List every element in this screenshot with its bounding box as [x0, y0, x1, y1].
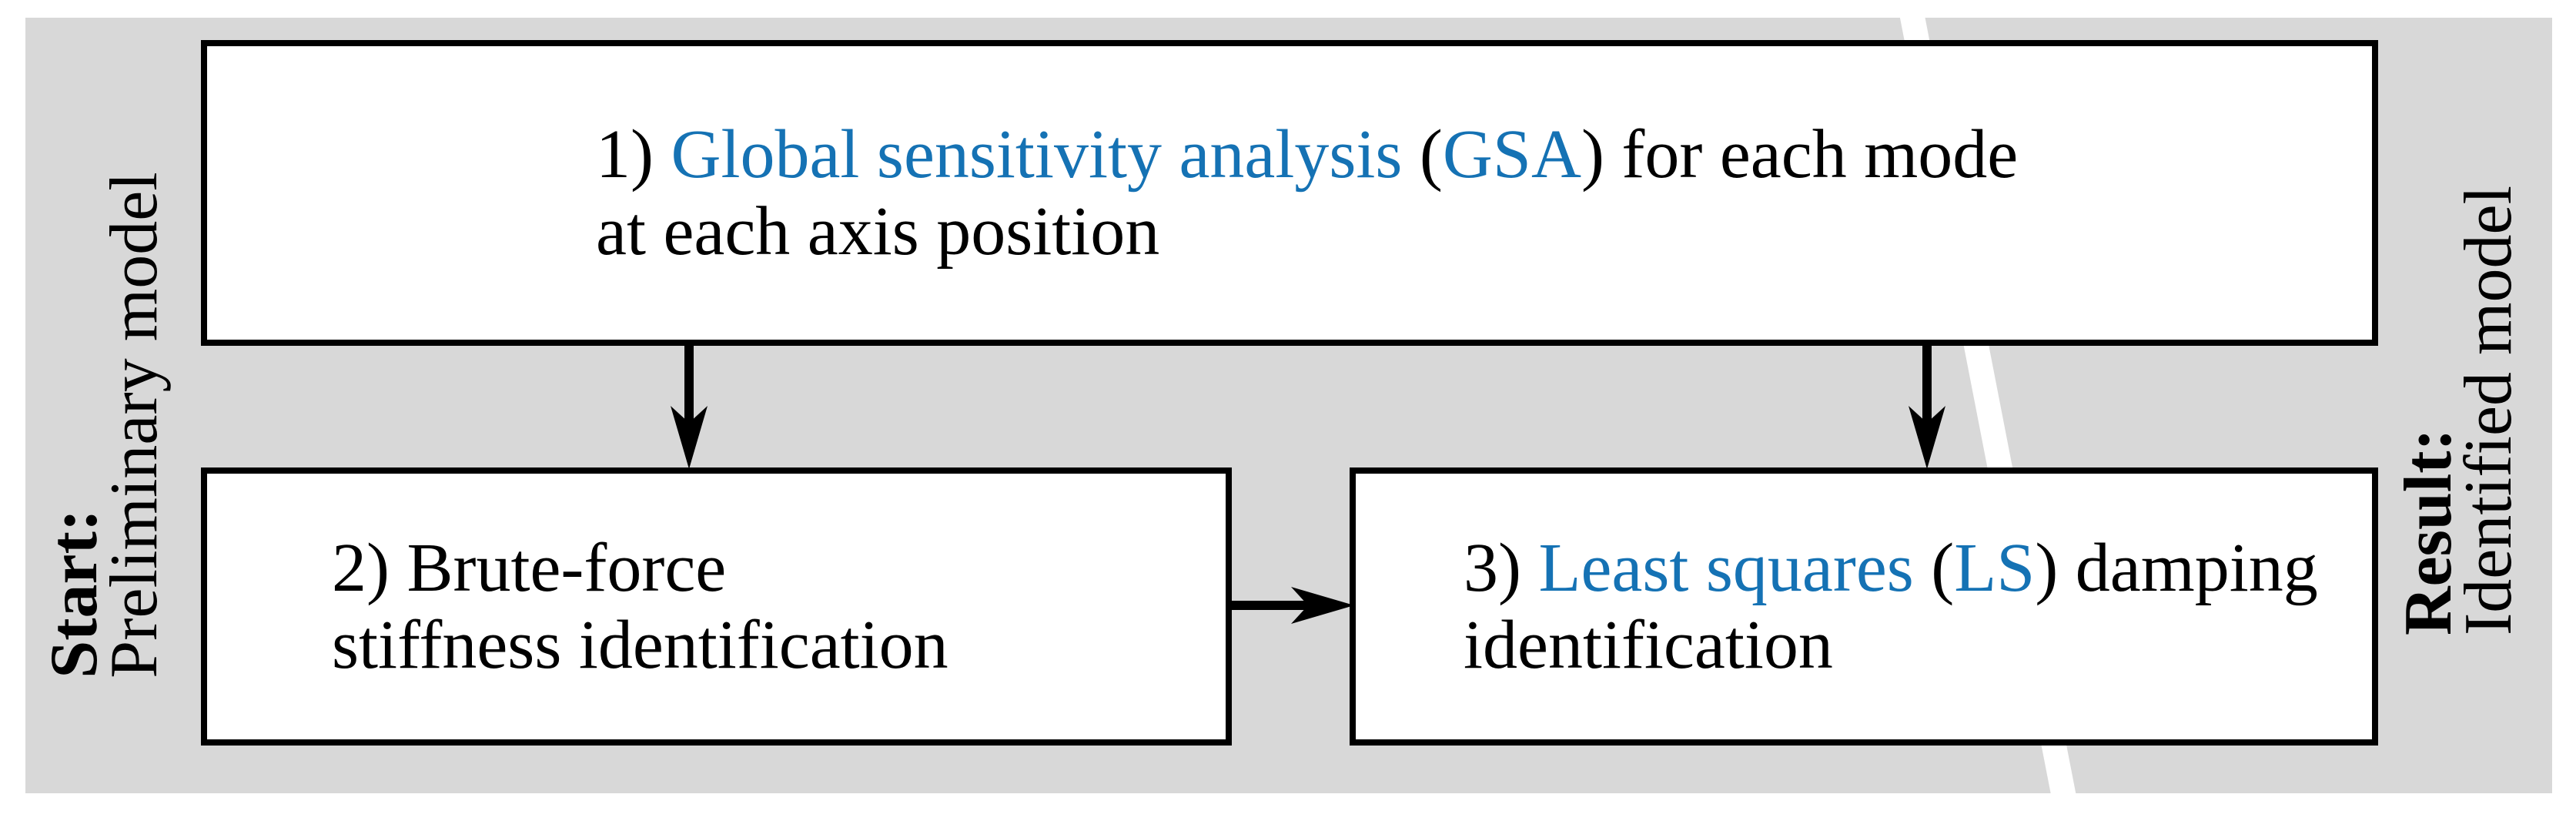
- step1-line1: 1) Global sensitivity analysis (GSA) for…: [596, 116, 2018, 193]
- step2-box: 2) Brute-force stiffness identification: [201, 467, 1232, 746]
- step3-box: 3) Least squares (LS) damping identifica…: [1350, 467, 2378, 746]
- step3-open-paren: (: [1913, 529, 1955, 606]
- step3-text: 3) Least squares (LS) damping identifica…: [1356, 530, 2318, 684]
- step1-link-gsa-long[interactable]: Global sensitivity analysis: [671, 116, 1403, 193]
- step1-link-gsa-abbr[interactable]: GSA: [1442, 116, 1581, 193]
- arrow-step1-to-step2: [671, 343, 708, 469]
- step1-box: 1) Global sensitivity analysis (GSA) for…: [201, 40, 2378, 346]
- step1-prefix: 1): [596, 116, 671, 193]
- step3-line2: identification: [1464, 606, 1833, 683]
- step2-line2: stiffness identification: [332, 606, 948, 683]
- step1-text: 1) Global sensitivity analysis (GSA) for…: [207, 116, 2018, 270]
- step3-suffix: ) damping: [2035, 529, 2318, 606]
- step3-line1: 3) Least squares (LS) damping: [1464, 530, 2318, 607]
- step2-text: 2) Brute-force stiffness identification: [207, 530, 948, 684]
- arrow-step1-to-step3: [1909, 343, 1945, 469]
- step1-suffix: ) for each mode: [1581, 116, 2019, 193]
- step3-prefix: 3): [1464, 529, 1539, 606]
- arrow-step2-to-step3: [1227, 587, 1354, 624]
- step3-link-ls-abbr[interactable]: LS: [1954, 529, 2036, 606]
- step1-open-paren: (: [1402, 116, 1443, 193]
- step2-line1: 2) Brute-force: [332, 529, 727, 606]
- step3-link-ls-long[interactable]: Least squares: [1538, 529, 1914, 606]
- step1-line2: at each axis position: [596, 193, 1160, 270]
